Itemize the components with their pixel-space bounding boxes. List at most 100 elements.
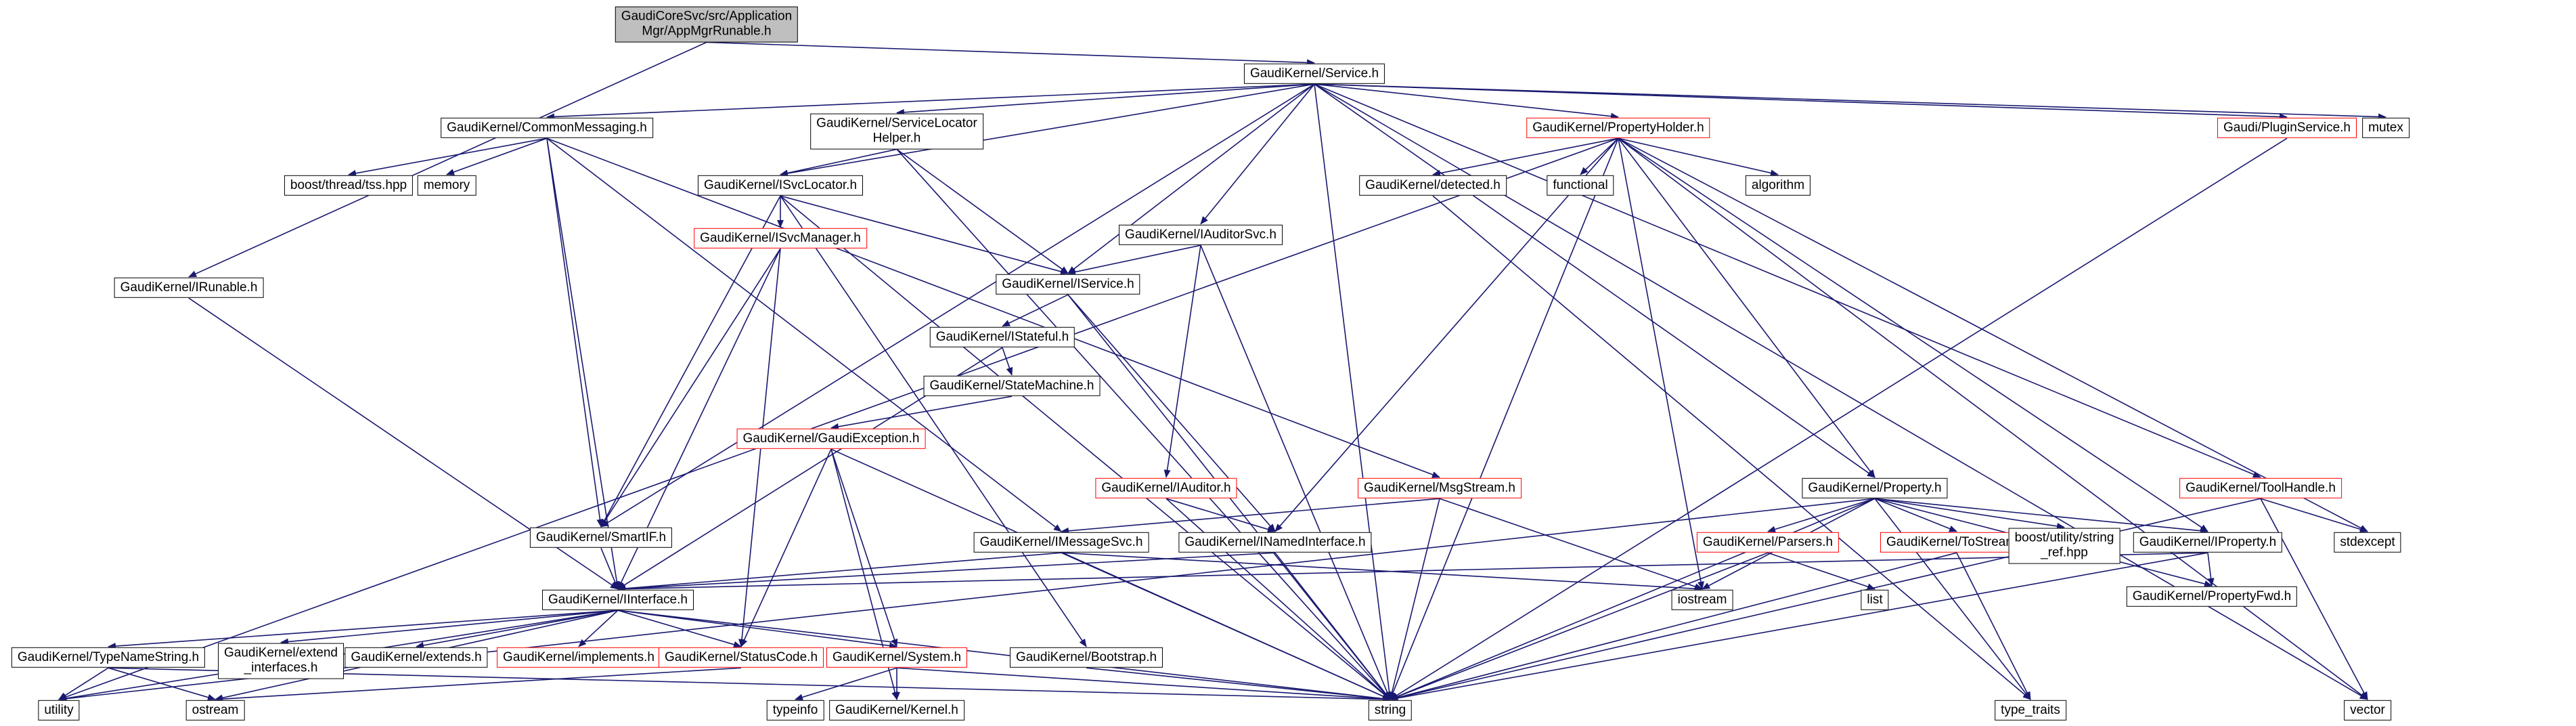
edge-type-name-string-to-utility: [58, 667, 109, 700]
graph-node-utility[interactable]: utility: [38, 700, 80, 721]
edge-service-locator-helper-to-isvclocator: [780, 148, 897, 177]
graph-node-tool-handle[interactable]: GaudiKernel/ToolHandle.h: [2179, 477, 2342, 499]
edge-appmgr-to-irunable: [188, 41, 707, 278]
node-label: boost/thread/tss.hpp: [290, 177, 407, 192]
edge-inamed-interface-to-string: [1274, 552, 1391, 700]
graph-node-plugin-service[interactable]: Gaudi/PluginService.h: [2217, 117, 2357, 139]
graph-node-ostream[interactable]: ostream: [185, 700, 245, 721]
edge-property-holder-to-algorithm: [1618, 137, 1779, 177]
graph-node-property-holder[interactable]: GaudiKernel/PropertyHolder.h: [1526, 117, 1710, 139]
graph-node-extends[interactable]: GaudiKernel/extends.h: [345, 647, 488, 668]
node-label: GaudiKernel/CommonMessaging.h: [447, 120, 647, 135]
edge-property-holder-to-vector: [1618, 137, 2368, 700]
edge-iauditor-to-inamed-interface: [1165, 498, 1276, 533]
edge-property-holder-to-iproperty: [1618, 137, 2208, 532]
edge-service-to-string: [1314, 84, 1393, 700]
edge-iinterface-to-status-code: [617, 610, 742, 648]
graph-node-extend-interfaces[interactable]: GaudiKernel/extend_interfaces.h: [218, 643, 344, 679]
graph-node-vector[interactable]: vector: [2344, 700, 2391, 721]
node-label: GaudiKernel/GaudiException.h: [742, 431, 920, 446]
graph-node-status-code[interactable]: GaudiKernel/StatusCode.h: [658, 647, 824, 668]
graph-node-isvc-manager[interactable]: GaudiKernel/ISvcManager.h: [694, 228, 867, 249]
node-label: GaudiCoreSvc/src/Application: [621, 9, 793, 24]
node-label: GaudiKernel/IProperty.h: [2139, 534, 2277, 549]
edge-system-to-string: [896, 667, 1391, 703]
graph-node-mutex[interactable]: mutex: [2362, 117, 2410, 139]
edge-service-to-mutex: [1314, 83, 2386, 121]
graph-node-string[interactable]: string: [1368, 700, 1413, 721]
graph-node-gaudi-exception[interactable]: GaudiKernel/GaudiException.h: [736, 428, 926, 450]
node-label: iostream: [1677, 592, 1727, 607]
edge-iinterface-to-system: [617, 610, 897, 649]
graph-node-istateful[interactable]: GaudiKernel/IStateful.h: [929, 326, 1075, 348]
edge-property-to-parsers: [1767, 498, 1875, 533]
edge-type-name-string-to-ostream: [108, 667, 216, 701]
edge-iinterface-to-string: [617, 610, 1391, 702]
edge-service-to-common-messaging: [546, 83, 1315, 121]
edge-iauditor-svc-to-iservice: [1067, 244, 1201, 276]
graph-node-type-traits[interactable]: type_traits: [1995, 700, 2066, 721]
edge-plugin-service-to-string: [1390, 137, 2288, 700]
graph-node-property-fwd[interactable]: GaudiKernel/PropertyFwd.h: [2126, 586, 2298, 607]
edge-property-to-boost-string-ref: [1874, 498, 2065, 530]
edge-msg-stream-to-iostream: [1439, 498, 1703, 590]
node-label: Gaudi/PluginService.h: [2223, 120, 2351, 135]
edge-istateful-to-state-machine: [1002, 347, 1013, 376]
graph-node-property[interactable]: GaudiKernel/Property.h: [1802, 477, 1948, 499]
graph-node-irunable[interactable]: GaudiKernel/IRunable.h: [114, 277, 264, 299]
edge-imessage-svc-to-iinterface: [617, 552, 1062, 592]
edge-iauditor-to-string: [1165, 498, 1391, 700]
graph-node-list[interactable]: list: [1861, 589, 1889, 611]
graph-node-parsers[interactable]: GaudiKernel/Parsers.h: [1696, 532, 1840, 553]
edge-common-messaging-to-smart-if: [546, 138, 604, 528]
edge-iproperty-to-iinterface: [617, 552, 2208, 593]
graph-node-bootstrap[interactable]: GaudiKernel/Bootstrap.h: [1009, 647, 1163, 668]
node-label: GaudiKernel/implements.h: [503, 649, 654, 664]
graph-node-to-stream[interactable]: GaudiKernel/ToStream.h: [1880, 532, 2034, 553]
node-label: GaudiKernel/IInterface.h: [548, 592, 688, 607]
graph-node-iostream[interactable]: iostream: [1671, 589, 1733, 611]
edge-common-messaging-to-msg-stream: [546, 137, 1440, 478]
graph-node-msg-stream[interactable]: GaudiKernel/MsgStream.h: [1358, 477, 1522, 499]
edge-isvclocator-to-string: [780, 195, 1391, 700]
graph-node-functional[interactable]: functional: [1547, 175, 1614, 196]
node-label: mutex: [2368, 120, 2403, 135]
graph-node-isvclocator[interactable]: GaudiKernel/ISvcLocator.h: [697, 175, 864, 196]
graph-node-inamed-interface[interactable]: GaudiKernel/INamedInterface.h: [1178, 532, 1372, 553]
graph-node-stdexcept[interactable]: stdexcept: [2334, 532, 2401, 553]
graph-node-memory[interactable]: memory: [417, 175, 476, 196]
node-label: GaudiKernel/INamedInterface.h: [1184, 534, 1366, 549]
graph-node-state-machine[interactable]: GaudiKernel/StateMachine.h: [923, 375, 1101, 397]
graph-node-iauditor-svc[interactable]: GaudiKernel/IAuditorSvc.h: [1119, 224, 1283, 246]
graph-node-typeinfo[interactable]: typeinfo: [766, 700, 824, 721]
graph-node-type-name-string[interactable]: GaudiKernel/TypeNameString.h: [11, 647, 206, 668]
edge-gaudi-exception-to-status-code: [740, 448, 832, 647]
edge-service-locator-helper-to-string: [896, 148, 1391, 700]
graph-node-iauditor[interactable]: GaudiKernel/IAuditor.h: [1095, 477, 1237, 499]
graph-node-kernel[interactable]: GaudiKernel/Kernel.h: [829, 700, 964, 721]
graph-node-implements[interactable]: GaudiKernel/implements.h: [497, 647, 661, 668]
node-label: GaudiKernel/ISvcLocator.h: [703, 177, 858, 192]
graph-node-iservice[interactable]: GaudiKernel/IService.h: [996, 274, 1140, 295]
edge-iinterface-to-type-name-string: [108, 610, 619, 650]
node-label: GaudiKernel/Property.h: [1808, 480, 1942, 495]
graph-node-system[interactable]: GaudiKernel/System.h: [826, 647, 968, 668]
graph-node-boost-string-ref[interactable]: boost/utility/string_ref.hpp: [2008, 528, 2120, 564]
edge-inamed-interface-to-iinterface: [617, 552, 1276, 593]
graph-node-boost-tss[interactable]: boost/thread/tss.hpp: [284, 175, 414, 196]
graph-node-algorithm[interactable]: algorithm: [1745, 175, 1811, 196]
graph-node-smart-if[interactable]: GaudiKernel/SmartIF.h: [529, 527, 673, 549]
edge-parsers-to-list: [1767, 552, 1875, 590]
edge-imessage-svc-to-iostream: [1061, 552, 1703, 593]
edge-system-to-typeinfo: [795, 667, 897, 701]
node-label: memory: [423, 177, 470, 192]
edge-property-to-string: [1390, 498, 1875, 700]
graph-node-iproperty[interactable]: GaudiKernel/IProperty.h: [2133, 532, 2283, 553]
graph-node-imessage-svc[interactable]: GaudiKernel/IMessageSvc.h: [973, 532, 1149, 553]
graph-node-service[interactable]: GaudiKernel/Service.h: [1243, 63, 1385, 85]
graph-node-detected[interactable]: GaudiKernel/detected.h: [1359, 175, 1507, 196]
graph-node-iinterface[interactable]: GaudiKernel/IInterface.h: [542, 589, 694, 611]
graph-node-common-messaging[interactable]: GaudiKernel/CommonMessaging.h: [441, 117, 653, 139]
